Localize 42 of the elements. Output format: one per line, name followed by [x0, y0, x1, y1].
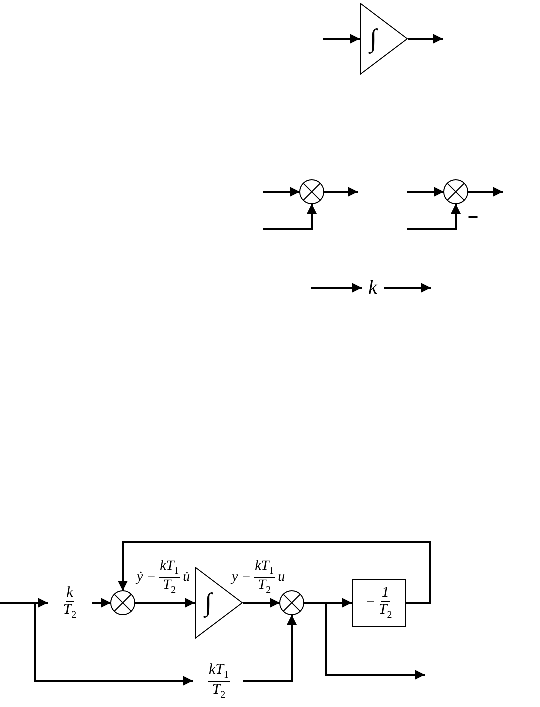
minus-sign: −	[468, 208, 479, 226]
signal-arrow	[323, 34, 360, 44]
signal-arrow	[263, 187, 300, 197]
fraction-numerator: 1	[380, 584, 390, 602]
fraction-denominator: T$_{2}$	[258, 578, 272, 596]
signal-arrow	[468, 187, 503, 197]
signal-arrow	[92, 598, 111, 608]
signal-arrow	[384, 283, 431, 293]
fraction-denominator: T$_{2}$	[378, 602, 392, 622]
fraction-numerator: k	[66, 584, 74, 602]
integral-sign: ∫	[205, 588, 212, 618]
integral-sign: ∫	[370, 24, 378, 54]
signal-arrow	[34, 603, 193, 686]
signal-arrow	[407, 204, 461, 230]
signal-arrow	[407, 187, 444, 197]
fraction-denominator: T$_{2}$	[163, 578, 176, 596]
signal-arrow	[135, 598, 195, 608]
summing-junction	[299, 179, 325, 205]
signal-arrow	[408, 34, 443, 44]
signal-arrow	[0, 598, 48, 608]
fraction-numerator: kT$_{1}$	[208, 662, 230, 682]
signal-arrow	[118, 541, 431, 604]
fraction-denominator: T$_{2}$	[63, 602, 77, 622]
signal-arrow	[311, 283, 362, 293]
gain-block	[352, 579, 406, 627]
signal-term: u	[278, 570, 286, 585]
signal-arrow	[243, 615, 297, 682]
signal-arrow	[243, 598, 280, 608]
signal-term: ẏ −	[137, 570, 156, 585]
minus-sign: −	[366, 594, 376, 612]
fraction-numerator: kT$_{1}$	[254, 559, 276, 578]
signal-arrow	[304, 602, 425, 680]
summing-junction	[110, 590, 136, 616]
fraction-numerator: kT$_{1}$	[159, 559, 180, 578]
signal-term: y −	[232, 570, 252, 585]
signal-arrow	[263, 204, 317, 230]
signal-term: u̇	[183, 570, 190, 585]
fraction-denominator: T$_{2}$	[212, 682, 226, 700]
signal-arrow	[324, 187, 358, 197]
summing-junction	[279, 590, 305, 616]
gain-label: k	[368, 277, 378, 299]
summing-junction	[443, 179, 469, 205]
